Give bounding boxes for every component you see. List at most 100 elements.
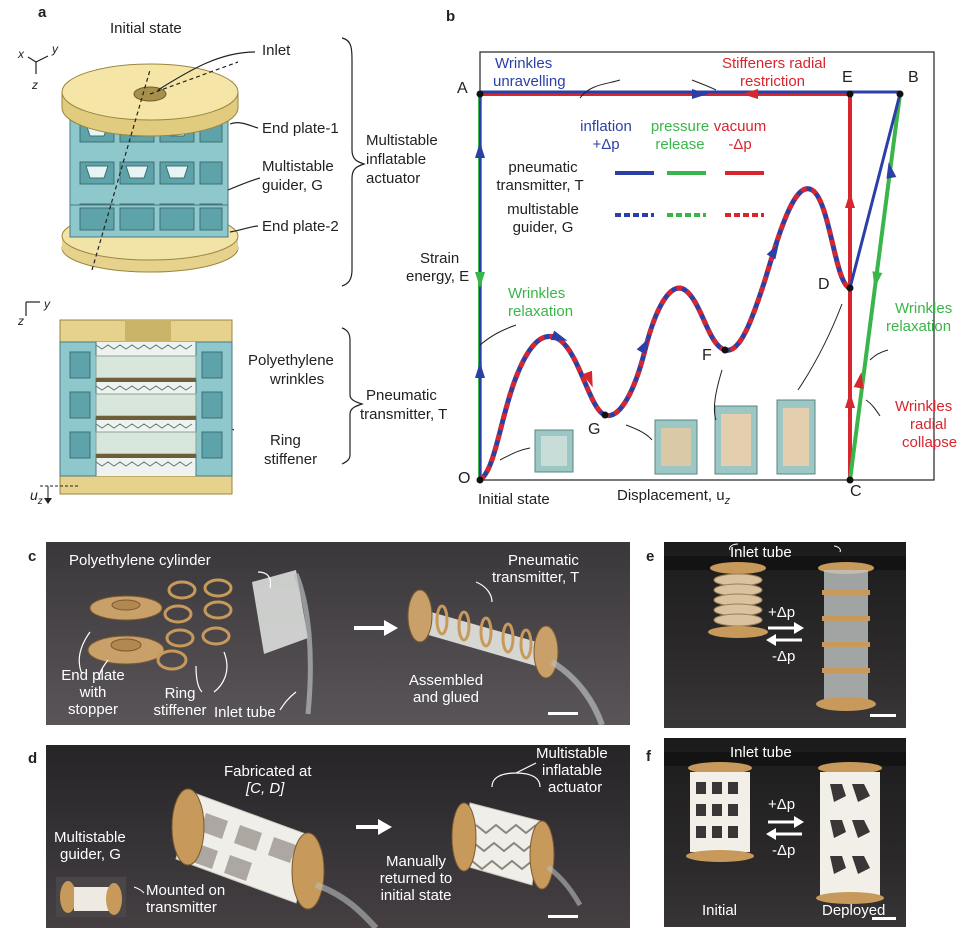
arrow-up-right-inflation (886, 162, 897, 179)
scale-bar (548, 915, 578, 918)
ring-stiffener-photo-line1: Ring (164, 685, 196, 702)
end-plate-line3: stopper (67, 701, 119, 718)
panel-d-photo: Fabricated at [C, D] Multistable inflata… (46, 745, 630, 928)
energy-curve-vacuum (478, 186, 852, 483)
legend-col1-line1: inflation (580, 118, 632, 135)
initial-label: Initial (702, 902, 738, 919)
pneumatic-photo-line2: transmitter, T (492, 569, 580, 586)
plus-dp-f: +Δp (768, 796, 796, 813)
panel-e-photo: Inlet tube +Δp -Δp (664, 542, 906, 728)
section-axis-z-label: z (18, 314, 24, 328)
section-axis-icon (25, 301, 40, 316)
arrow-right-icon (356, 819, 392, 835)
point-A: A (457, 80, 468, 97)
point-marker-C (846, 476, 854, 484)
panel-c-photo: Polyethylene cylinder End plate with sto… (46, 542, 630, 725)
bidirectional-arrow-icon (766, 816, 804, 840)
actuator-3d-icon (61, 61, 239, 273)
fabricated-line1: Fabricated at (224, 763, 312, 780)
legend-col3-line2: -Δp (728, 136, 752, 153)
point-F: F (702, 347, 712, 364)
arrow-curve-4 (582, 370, 593, 388)
manual-line3: initial state (380, 887, 452, 904)
guider-photo-line2: guider, G (60, 846, 121, 863)
point-marker-E (846, 90, 854, 98)
manual-line1: Manually (385, 853, 447, 870)
legend-row2-line1: multistable (507, 201, 579, 218)
ring-stiffener-photo-line2: stiffener (153, 702, 207, 719)
legend-col2-line1: pressure (650, 118, 710, 135)
panel-label-b: b (446, 8, 456, 25)
arrow-curve-1 (550, 330, 568, 341)
inset-f-icon (714, 405, 758, 475)
assembled-line1: Assembled (408, 672, 484, 689)
wrinkles-unravelling-line2: unravelling (493, 73, 566, 90)
point-marker-A (476, 90, 484, 98)
minus-dp-f: -Δp (772, 842, 796, 859)
point-G: G (588, 421, 601, 438)
point-marker-O (476, 476, 484, 484)
inlet-label: Inlet (262, 42, 291, 59)
ylabel-line2: energy, E (406, 268, 470, 285)
guider-photo-line1: Multistable (54, 829, 126, 846)
arrow-up-vacuum-3 (853, 372, 864, 389)
end-plate-line1: End plate (61, 667, 125, 684)
inset-g-icon (654, 419, 698, 475)
arrow-left-vacuum (742, 89, 758, 99)
guider-label-line1: Multistable (262, 158, 334, 175)
section-axis-y-label: y (44, 297, 50, 311)
fabricated-actuator-icon (171, 788, 379, 928)
fabricated-line2: [C, D] (246, 780, 285, 797)
legend-row1-line2: transmitter, T (496, 177, 584, 194)
arrow-down-release-2 (872, 271, 883, 288)
relax-right-line2: relaxation (886, 318, 952, 335)
collapse-line3: collapse (902, 434, 958, 451)
legend-col3-line1: vacuum (713, 118, 767, 135)
returned-actuator-icon (451, 802, 583, 907)
transmitter-label-line1: Pneumatic (366, 387, 437, 404)
inlet-tube-label-e: Inlet tube (730, 544, 792, 561)
path-B-D-inflation (848, 93, 902, 289)
panel-label-c: c (28, 548, 37, 565)
arrow-curve-2 (636, 338, 649, 355)
stiffeners-line2: restriction (740, 73, 806, 90)
actuator-label-line2: inflatable (366, 151, 427, 168)
actuator-label-line3: actuator (366, 170, 421, 187)
actuator-photo-line2: inflatable (542, 762, 603, 779)
panel-label-e: e (646, 548, 655, 565)
compressed-actuator-icon (708, 562, 768, 638)
pneumatic-photo-line1: Pneumatic (508, 552, 579, 569)
panel-label-f: f (646, 748, 651, 765)
ring-stiffener-label-line1: Ring (270, 432, 301, 449)
expanded-actuator-icon (816, 562, 876, 711)
guider-label-line2: guider, G (262, 177, 323, 194)
inlet-tube-label-f: Inlet tube (730, 744, 792, 761)
assembled-line2: and glued (413, 689, 479, 706)
actuator-photo-line3: actuator (548, 779, 603, 796)
initial-state-label: Initial state (110, 20, 182, 37)
legend-swatches (615, 171, 764, 217)
inset-thumbnails (534, 399, 816, 475)
point-marker-G (601, 411, 609, 419)
minus-dp-e: -Δp (772, 648, 796, 665)
relax-left-line2: relaxation (508, 303, 574, 320)
axis-z-label: z (32, 78, 38, 92)
scale-bar (548, 712, 578, 715)
bidirectional-arrow-icon (766, 622, 804, 646)
scale-bar (870, 714, 896, 717)
panel-label-a: a (38, 4, 47, 21)
end-plate-2-label: End plate-2 (262, 218, 339, 235)
initial-actuator-icon (686, 762, 754, 862)
panel-label-d: d (28, 750, 38, 767)
legend-row2-line2: guider, G (512, 219, 574, 236)
actuator-photo-line1: Multistable (536, 745, 608, 762)
scale-bar (872, 917, 896, 920)
arrow-right-icon (354, 620, 398, 636)
legend-row1-line1: pneumatic (508, 159, 578, 176)
small-guider-icon (56, 877, 126, 917)
point-E: E (842, 69, 853, 86)
axis-x-label: x (18, 47, 24, 61)
end-plate-1-label: End plate-1 (262, 120, 339, 137)
axis-triad-icon (27, 55, 49, 74)
ylabel-line1: Strain (420, 250, 460, 267)
